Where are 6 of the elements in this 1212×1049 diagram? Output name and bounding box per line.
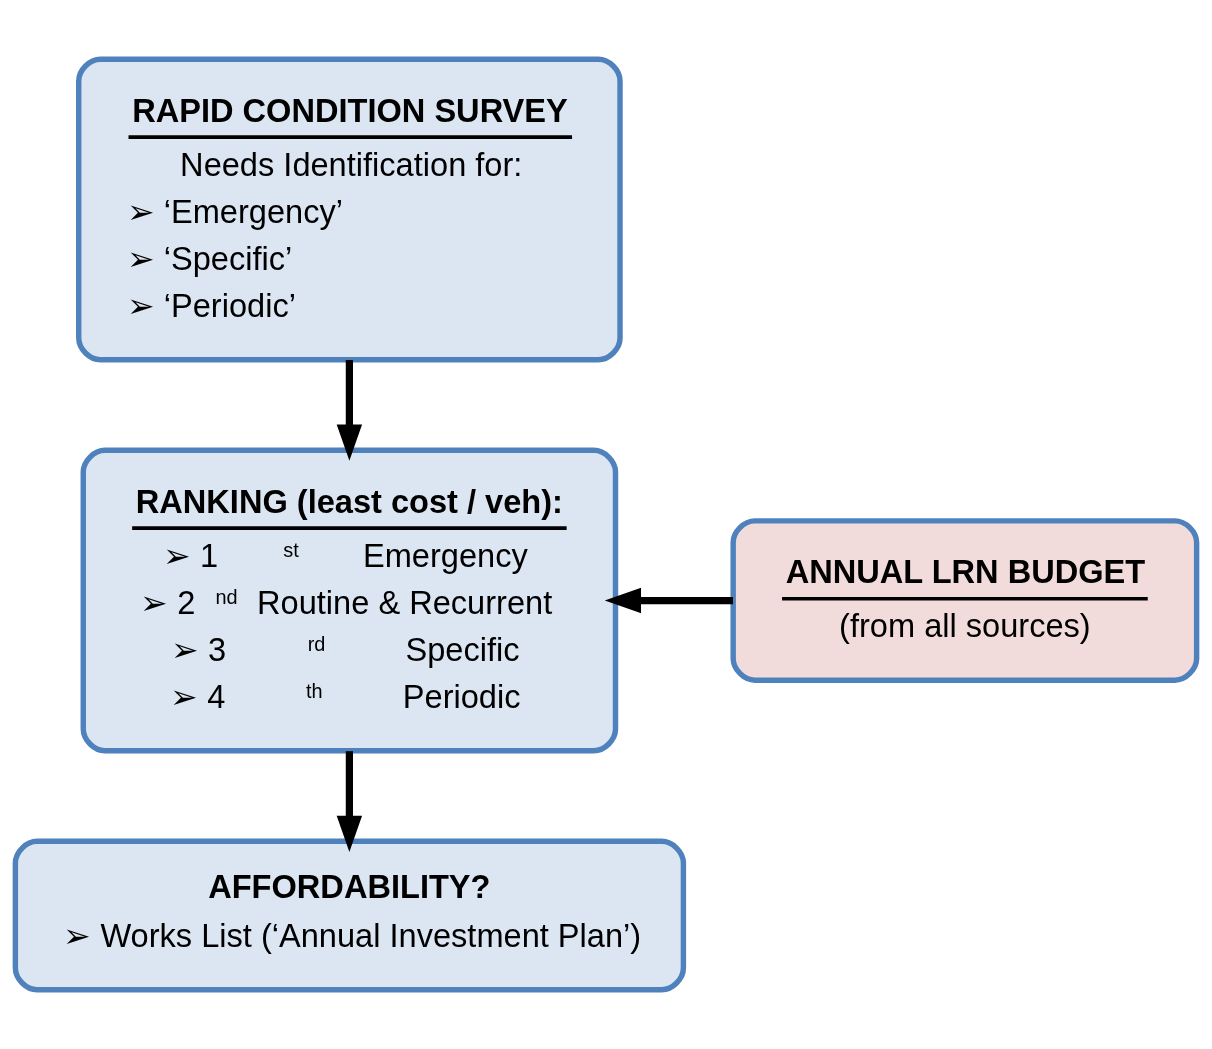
node-box: AFFORDABILITY? ➢ Works List (‘Annual Investment Plan’)	[12, 838, 687, 993]
arrow	[336, 751, 363, 852]
arrow	[336, 360, 363, 461]
node-box: RAPID CONDITION SURVEY Needs Identification for: ➢ ‘Emergency’ ➢ ‘Specific’ ➢ ‘Periodic’	[76, 56, 623, 363]
arrow	[604, 587, 733, 614]
node-box: ANNUAL LRN BUDGET (from all sources)	[730, 518, 1200, 683]
